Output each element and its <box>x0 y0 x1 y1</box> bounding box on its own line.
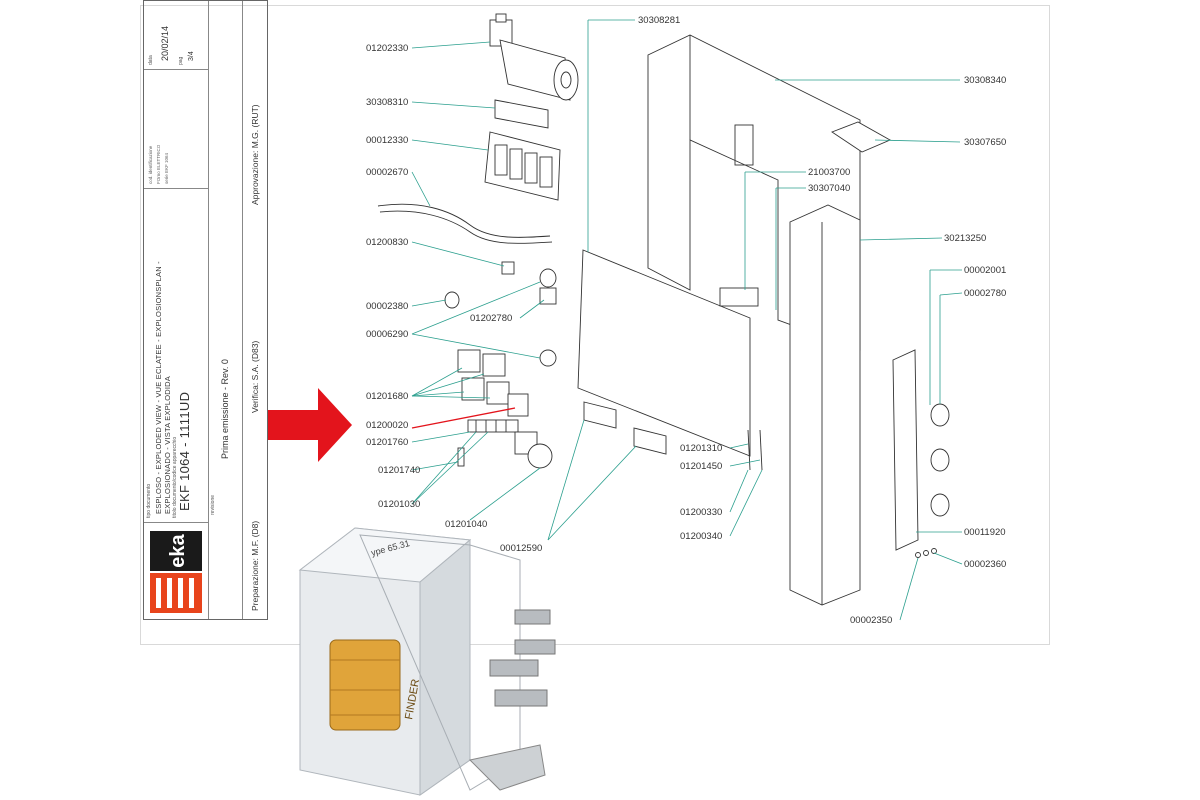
motor-part <box>489 13 579 101</box>
part-label: 30213250 <box>944 233 986 244</box>
red-arrow-icon <box>268 388 352 462</box>
leader-lines <box>411 19 963 621</box>
brand-text: eka <box>167 533 189 567</box>
control-knob-3 <box>930 493 950 517</box>
part-label: 01200830 <box>366 237 408 248</box>
screw-part <box>915 552 921 558</box>
part-label: 01201450 <box>680 461 722 472</box>
part-label: 01200340 <box>680 531 722 542</box>
small-knob-part <box>444 291 460 309</box>
probe-part <box>747 429 751 471</box>
part-label: 30307650 <box>964 137 1006 148</box>
terminal-block-part <box>719 287 759 307</box>
probe-part-2 <box>759 429 763 471</box>
part-label: 30308310 <box>366 97 408 108</box>
thermostat-part <box>527 443 553 469</box>
relay-cluster-part <box>457 349 529 417</box>
part-label: 00002670 <box>366 167 408 178</box>
fuse-part <box>457 447 465 467</box>
screw-part-3 <box>931 548 937 554</box>
part-label: 00012330 <box>366 135 408 146</box>
part-label: 30308281 <box>638 15 680 26</box>
part-label: 21003700 <box>808 167 850 178</box>
screw-part-2 <box>923 550 929 556</box>
part-label: 01200330 <box>680 507 722 518</box>
part-label: 00011920 <box>964 527 1006 538</box>
gasket-part-2 <box>539 349 557 367</box>
part-label: 01201310 <box>680 443 722 454</box>
part-labels: 01202330 30308310 00012330 00002670 0120… <box>366 15 1006 626</box>
electrical-panel-part <box>577 249 751 457</box>
part-label: 01201740 <box>378 465 420 476</box>
gasket-part <box>539 268 557 288</box>
part-label: 01201030 <box>378 499 420 510</box>
part-label: 01202330 <box>366 43 408 54</box>
part-label: 01200020 <box>366 420 408 431</box>
part-label: 01202780 <box>470 313 512 324</box>
lamp-holder-part <box>583 401 617 429</box>
part-label: 00002350 <box>850 615 892 626</box>
relay-photo: FINDER ype 65.31 <box>298 527 556 796</box>
control-panel-part <box>892 349 919 551</box>
cable-part <box>377 203 551 238</box>
part-label: 00002001 <box>964 265 1006 276</box>
part-label: 01201680 <box>366 391 408 402</box>
part-label: 01201760 <box>366 437 408 448</box>
connector-part <box>501 261 515 275</box>
title-block: eka tipo documento ESPLOSO - EXPLODED VI… <box>143 0 268 620</box>
part-label: 00002380 <box>366 301 408 312</box>
control-knob-1 <box>930 403 950 427</box>
control-knob-2 <box>930 448 950 472</box>
lamp-holder-part-2 <box>633 427 667 455</box>
part-label: 30308340 <box>964 75 1006 86</box>
bracket-part <box>494 99 549 129</box>
part-label: 30307040 <box>808 183 850 194</box>
side-column-part <box>789 204 861 606</box>
part-label: 00012590 <box>500 543 542 554</box>
logo-cell: eka <box>144 522 208 619</box>
eka-logo-icon: eka <box>150 531 202 613</box>
part-label: 01201040 <box>445 519 487 530</box>
part-label: 00002360 <box>964 559 1006 570</box>
terminal-strip-part <box>467 419 519 433</box>
part-label: 00006290 <box>366 329 408 340</box>
part-label: 00002780 <box>964 288 1006 299</box>
fan-cover-part <box>484 131 561 201</box>
